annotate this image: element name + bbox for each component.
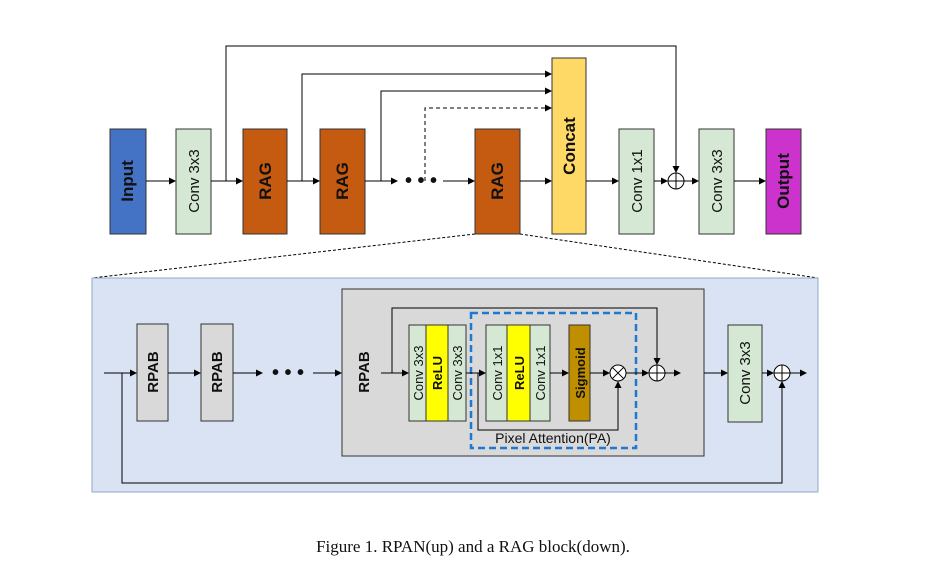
output-block bbox=[765, 128, 802, 235]
sigmoid-label: Sigmoid bbox=[573, 347, 588, 398]
concat-label: Concat bbox=[560, 117, 579, 175]
add-icon-top-cross bbox=[668, 173, 684, 189]
conv1x1-label-c: Conv 1x1 bbox=[490, 346, 505, 401]
concat-block bbox=[551, 57, 587, 235]
ellipsis-bottom: • • • bbox=[272, 362, 304, 384]
conv1x1-block bbox=[618, 128, 655, 235]
rpab-block-2 bbox=[200, 323, 234, 422]
rag-block-detail: RPAB RPAB • • • RPAB Conv 3x3 ReLU Conv … bbox=[91, 277, 819, 493]
pixel-attention-box bbox=[469, 311, 638, 450]
rag-label-3: RAG bbox=[488, 162, 507, 200]
relu-label-a: ReLU bbox=[430, 356, 445, 390]
conv3x3-label-out: Conv 3x3 bbox=[737, 341, 754, 404]
rpan-network: Input Conv 3x3 RAG RAG • • • RAG Concat … bbox=[91, 45, 819, 279]
conv1x1-label-d: Conv 1x1 bbox=[533, 346, 548, 401]
rpab-block-1 bbox=[136, 323, 169, 422]
bottom-skip-connections bbox=[121, 307, 786, 484]
add-icon-inner-cross bbox=[649, 365, 665, 381]
pixel-attention-label: Pixel Attention(PA) bbox=[495, 430, 611, 446]
network-diagram: Input Conv 3x3 RAG RAG • • • RAG Concat … bbox=[91, 45, 819, 493]
rag-block-3 bbox=[474, 128, 521, 235]
rag-block-2 bbox=[319, 128, 366, 235]
conv1x1-label: Conv 1x1 bbox=[629, 149, 646, 212]
relu-label-b: ReLU bbox=[512, 356, 527, 390]
add-icon-outer-cross bbox=[774, 365, 790, 381]
conv3x3-block-1 bbox=[175, 128, 212, 235]
multiply-icon-cross bbox=[611, 366, 625, 380]
top-skip-connections bbox=[225, 45, 680, 181]
rpab-label-2: RPAB bbox=[209, 351, 226, 393]
conv3x3-label-a: Conv 3x3 bbox=[411, 346, 426, 401]
conv3x3-label-b: Conv 3x3 bbox=[450, 346, 465, 401]
rag-label-2: RAG bbox=[333, 162, 352, 200]
rpab-inner-label: RPAB bbox=[356, 351, 373, 393]
conv3x3-label-2: Conv 3x3 bbox=[709, 149, 726, 212]
figure-caption: Figure 1. RPAN(up) and a RAG block(down)… bbox=[316, 537, 630, 556]
rpab-label-1: RPAB bbox=[145, 351, 162, 393]
output-label: Output bbox=[774, 153, 793, 209]
rag-label-1: RAG bbox=[256, 162, 275, 200]
conv3x3-label-1: Conv 3x3 bbox=[186, 149, 203, 212]
input-block bbox=[109, 128, 147, 235]
ellipsis-top: • • • bbox=[405, 170, 437, 192]
input-label: Input bbox=[118, 160, 137, 202]
zoom-line-right bbox=[519, 233, 819, 279]
zoom-line-left bbox=[91, 233, 476, 279]
rag-block-1 bbox=[242, 128, 288, 235]
conv3x3-block-out bbox=[727, 324, 763, 423]
